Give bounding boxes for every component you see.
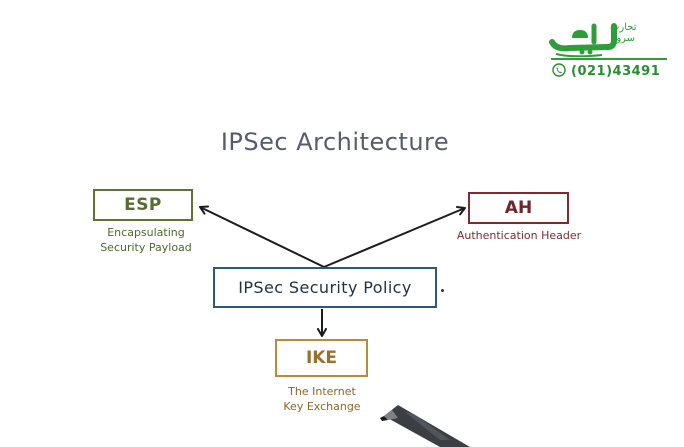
brand-tagline-line2: سرور [611, 33, 636, 44]
node-ah: AH [468, 192, 569, 224]
phone-number: (021)43491 [571, 63, 661, 79]
node-esp: ESP [93, 189, 193, 221]
brand-divider [551, 58, 667, 60]
node-ike-description-line2: Key Exchange [283, 400, 361, 413]
brand-logo [549, 23, 617, 58]
node-ike-description: The Internet Key Exchange [268, 384, 376, 414]
phone-icon [552, 62, 566, 81]
node-security-policy: IPSec Security Policy [213, 267, 437, 308]
node-esp-description-line2: Security Payload [100, 241, 192, 254]
arrow-policy-to-ah [323, 206, 466, 268]
arrow-policy-to-esp [199, 205, 325, 268]
brand-tagline-line1: تجارت [610, 22, 637, 33]
node-esp-description: Encapsulating Security Payload [90, 225, 202, 255]
node-ah-description: Authentication Header [446, 228, 592, 243]
node-esp-description-line1: Encapsulating [107, 226, 185, 239]
node-ike-description-line1: The Internet [288, 385, 356, 398]
node-ike: IKE [275, 339, 368, 377]
node-ah-description-line1: Authentication Header [456, 229, 582, 242]
stray-dot [441, 289, 444, 292]
diagram-title: IPSec Architecture [220, 128, 450, 156]
brand-tagline: تجارت سرور [610, 22, 637, 44]
phone-contact: (021)43491 [552, 62, 660, 80]
